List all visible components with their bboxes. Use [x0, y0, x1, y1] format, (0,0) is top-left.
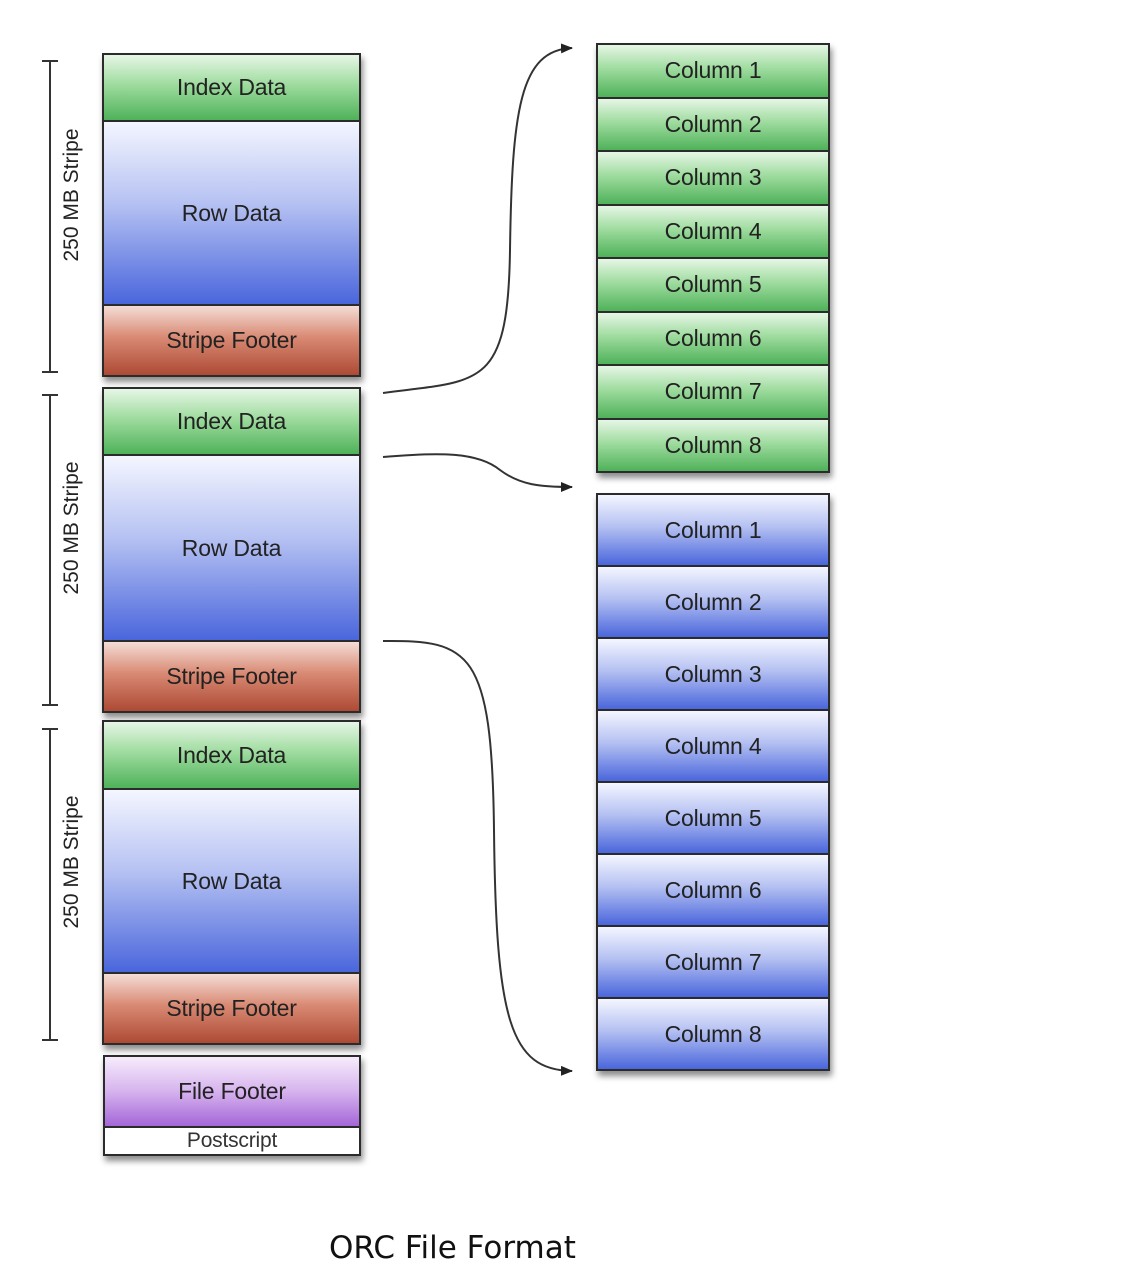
stripe-3-index-data: Index Data	[104, 722, 359, 790]
stripe-3-row-data: Row Data	[104, 790, 359, 974]
stripe-1-row-data: Row Data	[104, 122, 359, 306]
index-column-4: Column 4	[598, 205, 828, 259]
index-column-8: Column 8	[598, 419, 828, 471]
row-column-2: Column 2	[598, 567, 828, 639]
index-column-1: Column 1	[598, 45, 828, 99]
stripe-3: Index Data Row Data Stripe Footer	[102, 720, 361, 1045]
stripe-2-index-data: Index Data	[104, 389, 359, 456]
index-column-6: Column 6	[598, 312, 828, 366]
stripe-3-stripe-footer: Stripe Footer	[104, 974, 359, 1043]
row-column-7: Column 7	[598, 927, 828, 999]
diagram-caption: ORC File Format	[329, 1230, 576, 1266]
index-column-2: Column 2	[598, 98, 828, 152]
postscript: Postscript	[105, 1128, 359, 1154]
index-column-3: Column 3	[598, 152, 828, 206]
stripe-2-stripe-footer: Stripe Footer	[104, 642, 359, 711]
stripe-1-stripe-footer: Stripe Footer	[104, 306, 359, 375]
row-column-8: Column 8	[598, 999, 828, 1069]
row-column-5: Column 5	[598, 783, 828, 855]
index-column-5: Column 5	[598, 259, 828, 313]
file-footer: File Footer	[105, 1057, 359, 1128]
stripe-1-index-data: Index Data	[104, 55, 359, 122]
stripe-2-row-data: Row Data	[104, 456, 359, 642]
index-column-7: Column 7	[598, 366, 828, 420]
stripe-2: Index Data Row Data Stripe Footer	[102, 387, 361, 713]
stripe-1: Index Data Row Data Stripe Footer	[102, 53, 361, 377]
row-column-1: Column 1	[598, 495, 828, 567]
row-column-4: Column 4	[598, 711, 828, 783]
row-column-3: Column 3	[598, 639, 828, 711]
file-footer-block: File Footer Postscript	[103, 1055, 361, 1156]
row-column-6: Column 6	[598, 855, 828, 927]
